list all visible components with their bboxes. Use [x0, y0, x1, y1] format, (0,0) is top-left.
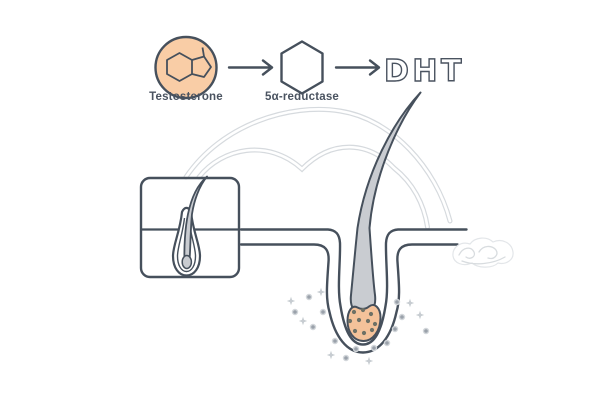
arrow-right-icon — [227, 59, 274, 76]
testosterone-label: Testosterone — [149, 91, 223, 103]
skin-line-outer-wall — [239, 243, 459, 354]
scalp-sketch-arcs — [183, 106, 453, 230]
sparkle-icons — [286, 287, 425, 366]
large-hair-shaft — [349, 91, 422, 316]
conversion-pathway: DHT — [154, 35, 465, 100]
skin-line-inner-wall — [239, 228, 468, 346]
dht-text: DHT — [384, 54, 465, 89]
papilla-dots — [347, 307, 378, 336]
dermal-papilla — [346, 303, 382, 343]
particle-dots — [291, 293, 430, 362]
enzyme-label: 5α-reductase — [264, 91, 340, 103]
arrow-right-icon-2 — [334, 59, 381, 76]
dht-particles — [286, 287, 430, 366]
inset-hair-root — [181, 254, 193, 270]
inset-box-frame — [139, 176, 241, 279]
healthy-follicle-inset-icon — [139, 175, 241, 279]
testosterone-molecule-icon — [154, 35, 218, 100]
skin-cross-section — [239, 228, 468, 354]
white-scribble-blob — [452, 237, 514, 268]
enzyme-hexagon-icon — [280, 40, 324, 95]
inset-follicle-inner-wall — [176, 217, 197, 273]
